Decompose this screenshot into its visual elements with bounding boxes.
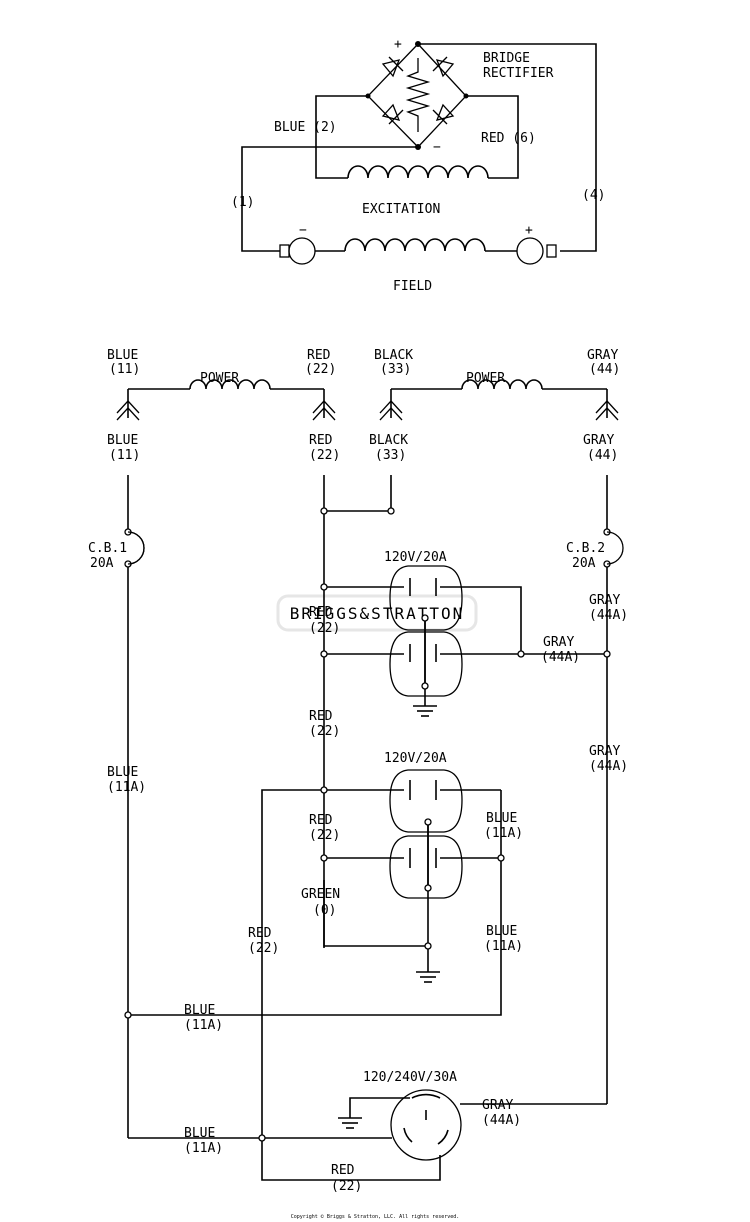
bridge-label-2: RECTIFIER xyxy=(483,66,554,81)
field-minus-label: − xyxy=(299,223,307,238)
n0-label: (0) xyxy=(313,903,336,918)
receptacle-120-240v-30a: 120/240V/30A xyxy=(363,1070,462,1161)
n33-label: (33) xyxy=(375,448,406,463)
n11a-label: (11A) xyxy=(484,939,523,954)
blue-label: BLUE xyxy=(184,1003,215,1018)
gray-label: GRAY xyxy=(482,1098,513,1113)
green-label: GREEN xyxy=(301,887,340,902)
red-label: RED xyxy=(309,433,333,448)
red-6-label: RED (6) xyxy=(481,131,536,146)
excitation-label: EXCITATION xyxy=(362,202,440,217)
red-label: RED xyxy=(309,605,333,620)
bridge-plus-label: + xyxy=(394,37,402,52)
blue-label: BLUE xyxy=(107,765,138,780)
excitation-winding: BLUE (2) RED (6) EXCITATION xyxy=(274,95,536,217)
blue-label: BLUE xyxy=(486,811,517,826)
cb1-amp-label: 20A xyxy=(90,556,114,571)
blue-label: BLUE xyxy=(486,924,517,939)
cb1-label: C.B.1 xyxy=(88,541,127,556)
blue-label: BLUE xyxy=(184,1126,215,1141)
rec1-rating-label: 120V/20A xyxy=(384,550,447,565)
blue-2-label: BLUE (2) xyxy=(274,120,337,135)
power-1-label: POWER xyxy=(200,371,239,386)
gray-label: GRAY xyxy=(543,635,574,650)
circuit-breaker-2: C.B.2 20A xyxy=(566,528,624,571)
bridge-minus-label: − xyxy=(433,140,441,155)
junctions xyxy=(124,507,611,1142)
n22-label: (22) xyxy=(309,828,340,843)
power-winding-1: POWER xyxy=(127,371,325,418)
gray-label: GRAY xyxy=(583,433,614,448)
field-winding: − + (1) (4) FIELD xyxy=(231,43,605,294)
red-label: RED xyxy=(309,709,333,724)
cb2-amp-label: 20A xyxy=(572,556,596,571)
cb2-label: C.B.2 xyxy=(566,541,605,556)
n44a-label: (44A) xyxy=(589,608,628,623)
blue-label: BLUE xyxy=(107,348,138,363)
blue-label: BLUE xyxy=(107,433,138,448)
n22-label: (22) xyxy=(305,362,336,377)
n44-label: (44) xyxy=(587,448,618,463)
bridge-rectifier: + − BRIDGE RECTIFIER xyxy=(365,37,554,155)
black-label: BLACK xyxy=(369,433,408,448)
n11a-label: (11A) xyxy=(484,826,523,841)
n22-label: (22) xyxy=(309,724,340,739)
receptacle-120v-20a-upper: 120V/20A xyxy=(384,550,463,697)
rec3-rating-label: 120/240V/30A xyxy=(363,1070,457,1085)
n44a-label: (44A) xyxy=(589,759,628,774)
n22-label: (22) xyxy=(309,621,340,636)
n22-label: (22) xyxy=(248,941,279,956)
wire-4-label: (4) xyxy=(582,188,605,203)
n11-label: (11) xyxy=(109,448,140,463)
circuit-breaker-1: C.B.1 20A xyxy=(88,528,145,571)
wire-1-label: (1) xyxy=(231,195,254,210)
rec2-rating-label: 120V/20A xyxy=(384,751,447,766)
watermark-text: BRIGGS&STRATTON xyxy=(290,604,465,623)
copyright-text: Copyright © Briggs & Stratton, LLC. All … xyxy=(291,1214,460,1220)
power-winding-2: POWER xyxy=(390,371,608,418)
n11-label: (11) xyxy=(109,362,140,377)
gray-label: GRAY xyxy=(589,744,620,759)
n22-label: (22) xyxy=(331,1179,362,1194)
watermark: BRIGGS&STRATTON xyxy=(276,594,478,632)
n11a-label: (11A) xyxy=(184,1141,223,1156)
field-plus-label: + xyxy=(525,223,533,238)
power-2-label: POWER xyxy=(466,371,505,386)
n11a-label: (11A) xyxy=(184,1018,223,1033)
n44a-label: (44A) xyxy=(482,1113,521,1128)
red-label: RED xyxy=(307,348,331,363)
red-label: RED xyxy=(248,926,272,941)
n44-label: (44) xyxy=(589,362,620,377)
n11a-label: (11A) xyxy=(107,780,146,795)
n33-label: (33) xyxy=(380,362,411,377)
black-label: BLACK xyxy=(374,348,413,363)
lead-labels: BLUE (11) RED (22) BLACK (33) GRAY (44) … xyxy=(107,348,620,463)
gray-label: GRAY xyxy=(589,593,620,608)
wire-labels: RED (22) GRAY (44A) GRAY (44A) RED (22) … xyxy=(107,593,628,1194)
field-label: FIELD xyxy=(393,279,432,294)
connectors xyxy=(116,400,619,421)
red-label: RED xyxy=(331,1163,355,1178)
n22-label: (22) xyxy=(309,448,340,463)
gray-label: GRAY xyxy=(587,348,618,363)
bridge-label-1: BRIDGE xyxy=(483,51,530,66)
receptacle-120v-20a-lower: 120V/20A xyxy=(384,751,463,899)
red-label: RED xyxy=(309,813,333,828)
n44a-label: (44A) xyxy=(541,650,580,665)
